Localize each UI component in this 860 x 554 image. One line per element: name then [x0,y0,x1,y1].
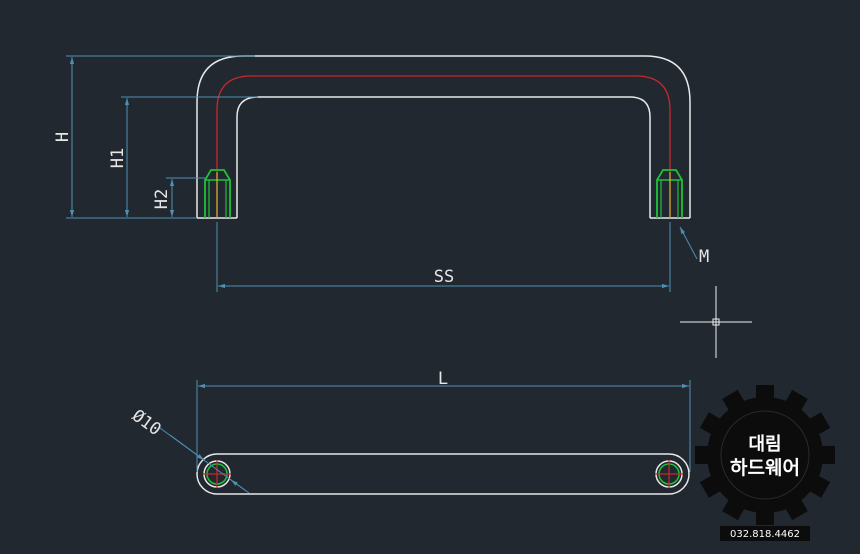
dimension-diameter-leader: Ø10 [128,406,250,494]
dimension-l: L [196,369,691,472]
handle-front-view [196,55,691,219]
right-thread-insert [656,169,683,218]
handle-top-view [196,453,690,495]
gear-tooth [803,412,831,438]
gear-tooth [699,412,727,438]
left-thread-insert [204,169,231,218]
dimension-h: H [53,55,255,219]
gear-tooth [722,493,748,521]
handle-outer-outline [196,55,691,218]
dimension-label-h: H [53,132,73,142]
gear-inner-ring [720,410,810,500]
logo-title-line2: 하드웨어 [730,457,800,479]
gear-tooth [782,389,808,417]
gear-tooth [756,385,774,405]
gear-tooth [756,505,774,525]
dimension-label-diameter: Ø10 [128,406,165,440]
gear-tooth [803,472,831,498]
handle-inner-outline [236,96,651,218]
dimension-label-h2: H2 [152,189,172,209]
crosshair-cursor-icon [680,286,752,358]
dimension-label-h1: H1 [108,148,128,168]
dimension-label-m: M [699,247,709,267]
dimension-label-l: L [438,369,448,389]
dimension-m-leader: M [679,226,709,267]
left-end-hole [203,460,231,488]
logo-phone: 032.818.4462 [730,529,800,540]
gear-logo-icon: 대림 하드웨어 032.818.4462 [695,385,835,541]
gear-tooth [782,493,808,521]
gear-tooth [815,446,835,464]
top-view-outline [196,453,690,495]
handle-centerline [216,75,671,218]
logo-phone-banner [720,526,810,541]
gear-tooth [695,446,715,464]
right-end-hole [655,460,683,488]
gear-tooth [699,472,727,498]
dimension-h1: H1 [108,96,258,217]
dimension-h2: H2 [152,177,205,217]
logo-title-line1: 대림 [748,434,781,455]
dimension-ss: SS [216,222,671,292]
dimension-label-ss: SS [434,267,454,287]
gear-tooth [722,389,748,417]
